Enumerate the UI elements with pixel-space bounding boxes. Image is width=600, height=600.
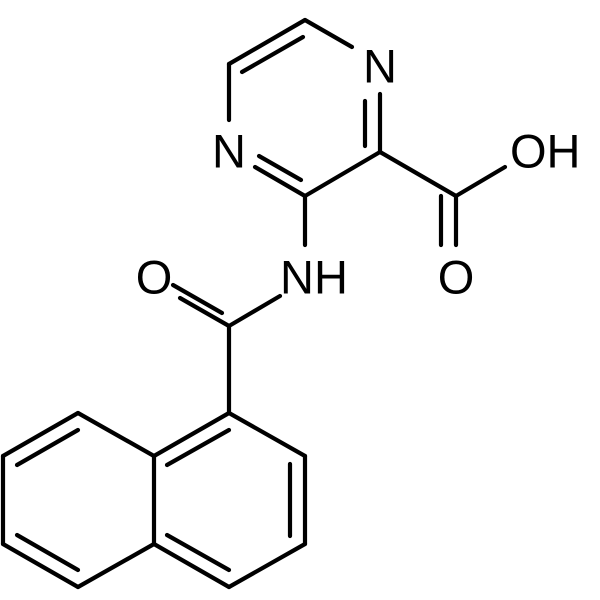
bond: [0, 541, 81, 590]
atom-labels: N N OH O NH O: [136, 40, 581, 304]
bonds: [0, 17, 508, 590]
bond: [0, 410, 81, 459]
atom-nh: NH: [280, 251, 348, 304]
atom-oh: OH: [510, 125, 581, 178]
bond: [226, 17, 308, 67]
bond: [75, 410, 157, 459]
bond: [151, 541, 232, 590]
bond: [252, 164, 308, 199]
bond: [75, 541, 157, 590]
bond: [151, 410, 232, 459]
bond: [226, 410, 308, 459]
bond: [239, 34, 306, 75]
bond: [226, 293, 283, 329]
bond: [226, 541, 308, 590]
bond: [164, 532, 232, 573]
bond: [164, 427, 232, 468]
bond: [177, 295, 232, 329]
bond: [256, 153, 304, 183]
atom-n-left: N: [212, 125, 246, 178]
bond: [14, 532, 81, 573]
bond: [170, 282, 225, 316]
bond: [302, 149, 383, 199]
bond: [377, 149, 459, 199]
bond: [453, 164, 508, 199]
atom-o-amide: O: [136, 251, 173, 304]
bond: [14, 427, 81, 468]
bond: [302, 17, 355, 50]
atom-n-top: N: [363, 40, 397, 93]
atom-o-acid: O: [438, 251, 475, 304]
